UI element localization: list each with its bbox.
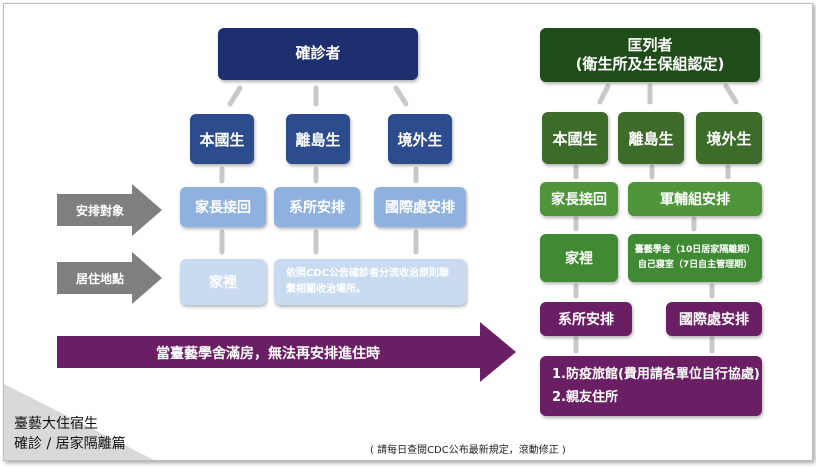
right-dorm-note-line-2: 自己寢室（7日自主管理期） (637, 260, 753, 270)
confirmed-case-label: 確診者 (295, 44, 341, 63)
right-dorm-note-box: 臺藝學舍（10日居家隔離期） 自己寢室（7日自主管理期） (628, 234, 762, 282)
right-military-arrange-box: 軍輔組安排 (628, 182, 762, 216)
left-island-label: 離島生 (295, 130, 341, 149)
right-overseas-box: 境外生 (696, 112, 762, 164)
corner-title-line-2: 確診 / 居家隔離篇 (14, 436, 126, 453)
left-intl-arrange-box: 國際處安排 (374, 187, 466, 227)
left-cdc-note-box: 依照CDC公告確診者分流收治原則聯 繫相關收治場所。 (274, 259, 466, 305)
right-island-label: 離島生 (628, 129, 674, 148)
right-parent-pickup-label: 家長接回 (551, 192, 607, 208)
left-domestic-label: 本國生 (199, 130, 245, 149)
corner-title: 臺藝大住宿生 確診 / 居家隔離篇 (14, 414, 126, 455)
contact-case-box: 匡列者 (衛生所及生保組認定) (540, 28, 760, 82)
right-dept-arrange-label: 系所安排 (558, 312, 614, 328)
option-quarantine-hotel: 1.防疫旅館(費用請各單位自行協處) (552, 366, 760, 382)
right-parent-pickup-box: 家長接回 (540, 182, 618, 216)
left-cdc-note-line-1: 依照CDC公告確診者分流收治原則聯 (286, 268, 449, 279)
right-overseas-label: 境外生 (706, 129, 752, 148)
contact-case-label: 匡列者 (627, 35, 673, 54)
right-dorm-note-line-1: 臺藝學舍（10日居家隔離期） (634, 244, 756, 255)
right-military-arrange-label: 軍輔組安排 (660, 192, 730, 208)
left-home-box: 家裡 (180, 259, 266, 305)
corner-decoration (4, 384, 154, 460)
left-dept-arrange-box: 系所安排 (274, 187, 360, 227)
right-intl-arrange-box: 國際處安排 (666, 302, 762, 336)
right-island-box: 離島生 (618, 112, 684, 164)
right-home-label: 家裡 (565, 251, 593, 267)
right-domestic-label: 本國生 (552, 129, 598, 148)
option-relative-home: 2.親友住所 (552, 390, 618, 405)
right-options-box: 1.防疫旅館(費用請各單位自行協處) 2.親友住所 (540, 356, 762, 416)
left-overseas-box: 境外生 (388, 114, 452, 164)
right-intl-arrange-label: 國際處安排 (679, 312, 749, 328)
right-home-box: 家裡 (540, 234, 618, 282)
right-dept-arrange-box: 系所安排 (540, 302, 632, 336)
left-cdc-note-line-2: 繫相關收治場所。 (286, 284, 366, 295)
left-home-label: 家裡 (209, 275, 237, 291)
footer-note: ( 請每日查閱CDC公布最新規定，滾動修正 ) (370, 445, 566, 456)
contact-case-sublabel: (衛生所及生保組認定) (575, 55, 725, 73)
row-label-location: 居住地點 (76, 272, 125, 286)
left-intl-arrange-label: 國際處安排 (385, 200, 455, 216)
left-parent-pickup-label: 家長接回 (195, 200, 251, 216)
slide: 安排對象 居住地點 當臺藝學舍滿房，無法再安排進住時 確診者 本國生 離島生 境… (3, 3, 813, 461)
left-overseas-label: 境外生 (397, 130, 443, 149)
left-parent-pickup-box: 家長接回 (180, 187, 266, 227)
left-dept-arrange-label: 系所安排 (289, 200, 345, 216)
banner-text: 當臺藝學舍滿房，無法再安排進住時 (156, 346, 380, 362)
left-island-box: 離島生 (286, 114, 350, 164)
left-domestic-box: 本國生 (190, 114, 254, 164)
corner-title-line-1: 臺藝大住宿生 (14, 416, 98, 432)
right-domestic-box: 本國生 (542, 112, 608, 164)
connector-arrows (57, 83, 739, 382)
confirmed-case-box: 確診者 (218, 28, 418, 80)
row-label-target: 安排對象 (76, 204, 125, 218)
